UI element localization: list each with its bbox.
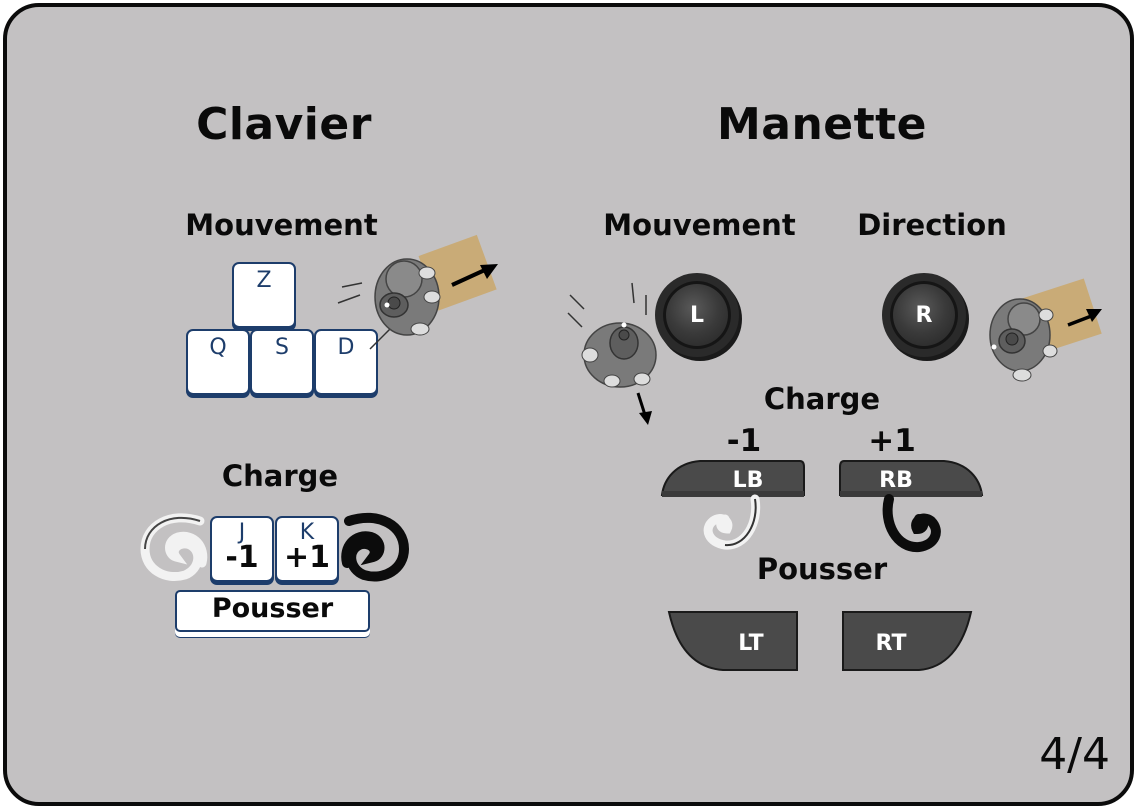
key-z-label: Z (256, 268, 272, 293)
right-stick-label: R (890, 281, 958, 349)
page-indicator: 4/4 (1039, 729, 1110, 780)
left-stick-label: L (663, 281, 731, 349)
key-d-label: D (337, 335, 355, 360)
gamepad-title: Manette (716, 99, 928, 150)
left-stick[interactable]: L (655, 273, 739, 357)
key-k-label: K (299, 520, 315, 545)
swirl-dark-icon (882, 494, 941, 553)
character-pushing-crate-icon (989, 278, 1102, 382)
controls-panel: Clavier Mouvement Z Q S D Charge (3, 3, 1134, 806)
charge-minus-label: -1 (726, 423, 762, 459)
keyboard-movement-title: Mouvement (185, 208, 378, 242)
key-q-label: Q (209, 335, 227, 360)
right-stick[interactable]: R (882, 273, 966, 357)
right-bumper-label: RB (879, 468, 913, 493)
key-s[interactable]: S (250, 329, 314, 395)
left-bumper-label: LB (733, 468, 764, 493)
keyboard-title: Clavier (196, 99, 372, 150)
space-bar-key[interactable]: Pousser (175, 590, 370, 632)
push-label: Pousser (211, 593, 334, 624)
swirl-dark-icon (341, 512, 409, 582)
right-trigger-label: RT (876, 631, 907, 656)
key-q[interactable]: Q (186, 329, 250, 395)
right-trigger-button[interactable]: RT (839, 608, 979, 674)
gamepad-movement-title: Mouvement (603, 208, 796, 242)
key-j-value: -1 (225, 540, 259, 575)
character-walking-icon (567, 282, 657, 425)
key-z[interactable]: Z (232, 262, 296, 328)
charge-plus-label: +1 (868, 423, 916, 459)
left-bumper-button[interactable]: LB (660, 457, 810, 499)
key-k-value: +1 (283, 540, 330, 575)
key-d[interactable]: D (314, 329, 378, 395)
left-trigger-label: LT (738, 631, 763, 656)
gamepad-charge-title: Charge (763, 382, 881, 416)
key-k[interactable]: K +1 (275, 516, 339, 582)
right-bumper-button[interactable]: RB (834, 457, 984, 499)
swirl-light-icon (703, 494, 761, 550)
key-j[interactable]: J -1 (210, 516, 274, 582)
swirl-light-icon (140, 513, 208, 581)
left-trigger-button[interactable]: LT (665, 608, 805, 674)
character-pushing-crate-icon (337, 234, 498, 350)
keyboard-charge-title: Charge (221, 459, 339, 493)
key-s-label: S (275, 335, 289, 360)
gamepad-direction-title: Direction (857, 208, 1007, 242)
key-j-label: J (238, 520, 246, 545)
gamepad-push-title: Pousser (756, 552, 888, 586)
